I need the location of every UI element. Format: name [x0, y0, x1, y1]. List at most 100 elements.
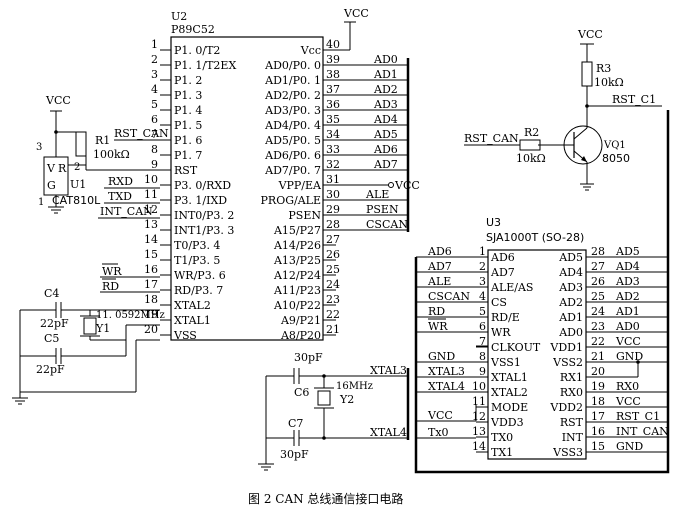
u2-pin-name: A9/P21 [280, 314, 321, 327]
u2-pin-number: 17 [144, 278, 158, 291]
u2-pin-name: Vcc [300, 44, 321, 57]
u3-net-ale: ALE [427, 275, 451, 288]
u3-pin-number: 5 [479, 305, 486, 318]
u2-pin-number: 33 [326, 143, 340, 156]
u3-pin-name: TX1 [491, 446, 513, 459]
u3-body [487, 249, 587, 460]
y2-crystal [317, 390, 331, 406]
reset-transistor-circuit: VCC R3 10kΩ RST_C1 VQ1 8050 RST_CAN R2 1… [464, 28, 662, 191]
net-ad1: AD1 [373, 68, 398, 81]
u2-pin-name: A8/P20 [280, 329, 321, 342]
c7-ref: C7 [288, 417, 303, 430]
net-ale: ALE [365, 188, 389, 201]
u3-pin-name: RD/E [491, 311, 520, 324]
u3-pin-number: 20 [591, 365, 605, 378]
u2-pin-name: AD4/P0. 4 [264, 119, 321, 132]
u3-pin-number: 24 [591, 305, 605, 318]
r2-net-label: RST_CAN [464, 132, 519, 145]
r1-value: 100kΩ [93, 148, 130, 161]
u2-pin-name: A15/P27 [273, 224, 321, 237]
u2-pin-number: 28 [326, 218, 340, 231]
u2-vcc-label: VCC [343, 7, 369, 20]
u3-net-gnd: GND [428, 350, 455, 363]
u2-pin-number: 36 [326, 98, 340, 111]
u2-pin-name: P1. 4 [174, 104, 202, 117]
u3-pin-name: VSS2 [552, 356, 583, 369]
u2-pin-number: 25 [326, 263, 340, 276]
r3-resistor [581, 61, 593, 87]
u2-pin-number: 12 [144, 203, 158, 216]
u3-pin-name: XTAL2 [491, 386, 528, 399]
u2-pin-name: VSS [173, 329, 197, 342]
net-int-can: INT_CAN [100, 205, 153, 218]
u3-pin-number: 22 [591, 335, 605, 348]
u3-net-int-can: INT_CAN [616, 425, 669, 438]
net-rd: RD [102, 280, 119, 293]
u2-pin-name: A10/P22 [273, 299, 321, 312]
u2-pin-name: VPP/EA [278, 179, 322, 192]
u2-crystal-circuit: C4 22pF C5 22pF 11. 0592MHz Y1 [12, 287, 165, 405]
u2-pin-name: RST [174, 164, 198, 177]
u2-pin-name: WR/P3. 6 [174, 269, 226, 282]
u3-net-vcc1: VCC [615, 335, 641, 348]
u2-pin-number: 20 [144, 323, 158, 336]
u2-pin-number: 34 [326, 128, 340, 141]
y2-ref: Y2 [339, 393, 354, 406]
u2-pin-number: 9 [151, 158, 158, 171]
r3-value: 10kΩ [594, 76, 624, 89]
u2-pin-name: P1. 0/T2 [174, 44, 220, 57]
u3-border [414, 110, 670, 474]
u2-pin-number: 5 [151, 98, 158, 111]
u3-pin-name: VSS1 [490, 356, 521, 369]
u2-pin-name: AD6/P0. 6 [264, 149, 321, 162]
q1-ref: VQ1 [603, 140, 626, 151]
xtal4-label: XTAL4 [370, 426, 407, 439]
u1-reset-circuit: VCC R1 100kΩ V R G 3 2 1 U1 CAT810L [36, 94, 160, 214]
u3-pin-number: 18 [591, 395, 605, 408]
c7-value: 30pF [280, 448, 309, 461]
u1-vcc-label: VCC [45, 94, 71, 107]
u2-pin-number: 26 [326, 248, 340, 261]
u3-pin-name: AD2 [558, 296, 583, 309]
u2-pin-number: 35 [326, 113, 340, 126]
u2-part: P89C52 [171, 23, 215, 36]
u3-pin-name: VDD3 [490, 416, 524, 429]
u2-pin-name: P1. 1/T2EX [174, 59, 236, 72]
u3-pin-number: 2 [479, 260, 486, 273]
u2-vcc-supply: VCC [323, 7, 369, 51]
u2-pin-number: 4 [151, 83, 158, 96]
u2-right-bus: AD0 AD1 AD2 AD3 AD4 AD5 AD6 AD7 VCC ALE … [323, 53, 420, 232]
u2-pin-name: P1. 7 [174, 149, 202, 162]
u2-pin-number: 2 [151, 53, 158, 66]
u2-pin-name: P1. 6 [174, 134, 202, 147]
u2-pin-name: T1/P3. 5 [174, 254, 220, 267]
u2-pin-name: INT1/P3. 3 [174, 224, 234, 237]
u2-pin-name: PSEN [288, 209, 321, 222]
u3-pin-number: 26 [591, 275, 605, 288]
net-ad7: AD7 [373, 158, 398, 171]
u2-pin-number: 21 [326, 323, 340, 336]
u2-pin-number: 29 [326, 203, 340, 216]
u3-pin-name: VSS3 [552, 446, 583, 459]
y1-value: 11. 0592MHz [96, 310, 165, 321]
net-txd: TXD [108, 190, 132, 203]
u3-net-ad7: AD7 [427, 260, 452, 273]
u3-net-ad1: AD1 [615, 305, 640, 318]
u3-pin-number: 17 [591, 410, 605, 423]
u3-pin-number: 19 [591, 380, 605, 393]
u3-net-vcc: VCC [427, 409, 453, 422]
u2-pin-name: AD0/P0. 0 [264, 59, 321, 72]
u1-pin1: 1 [38, 197, 44, 208]
u3-right-pins: 28AD527AD426AD325AD224AD123AD022VDD121VS… [549, 245, 605, 459]
u3-pin-name: VDD1 [549, 341, 583, 354]
net-rst-can: RST_CAN [114, 127, 169, 140]
u2-pin-number: 31 [326, 173, 340, 186]
u3-net-xtal3: XTAL3 [428, 365, 465, 378]
u3-pin-number: 25 [591, 290, 605, 303]
u3-pin-name: XTAL1 [491, 371, 528, 384]
u3-pin-name: VDD2 [549, 401, 583, 414]
net-ad2: AD2 [373, 83, 398, 96]
u2-pin-number: 8 [151, 143, 158, 156]
